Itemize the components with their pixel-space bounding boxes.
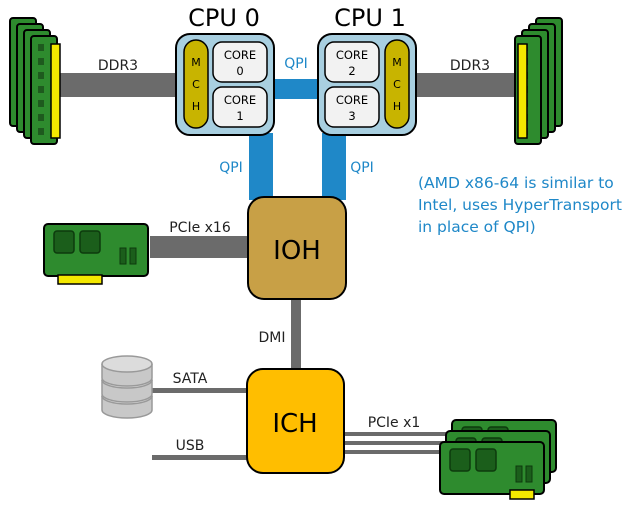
qpi-link-left: [249, 133, 273, 200]
mch-letter: H: [192, 100, 200, 113]
ioh-hub: IOH: [247, 196, 347, 300]
usb-label: USB: [176, 438, 205, 454]
ioh-label: IOH: [273, 236, 321, 266]
disk-icon: [101, 355, 153, 419]
amd-note: (AMD x86-64 is similar to Intel, uses Hy…: [418, 172, 642, 238]
qpi-label-left: QPI: [219, 160, 243, 176]
pcie-x16-label: PCIe x16: [169, 220, 231, 236]
mch-letter: M: [392, 56, 402, 69]
qpi-link-top: [272, 79, 322, 99]
core-number: 2: [348, 64, 355, 78]
note-line: (AMD x86-64 is similar to: [418, 174, 614, 192]
ram-modules-right: [514, 17, 563, 145]
core-number: 1: [236, 109, 243, 123]
core-label: CORE: [224, 93, 256, 107]
note-line: Intel, uses HyperTransport: [418, 196, 622, 214]
qpi-label-top: QPI: [284, 56, 308, 72]
mch-letter: M: [191, 56, 201, 69]
note-line: in place of QPI): [418, 218, 536, 236]
mch-block-cpu1: [384, 39, 410, 129]
mch-letter: H: [393, 100, 401, 113]
qpi-link-right: [322, 133, 346, 200]
pcie-x1-label: PCIe x1: [368, 415, 421, 431]
qpi-label-right: QPI: [350, 160, 374, 176]
ich-hub: ICH: [246, 368, 345, 474]
ram-modules-left: [9, 17, 61, 145]
core-number: 3: [348, 109, 355, 123]
sata-label: SATA: [173, 371, 208, 387]
dmi-link: [291, 300, 301, 370]
cpu-0-title: CPU 0: [188, 4, 260, 32]
core-1-box: [212, 86, 268, 128]
sata-link: [150, 388, 248, 393]
core-number: 0: [236, 64, 243, 78]
core-label: CORE: [336, 48, 368, 62]
ddr3-link-right: [414, 73, 524, 97]
core-2-box: [324, 41, 380, 83]
ddr3-link-left: [58, 73, 180, 97]
cpu-0: M C H CORE 0 CORE 1: [175, 33, 275, 136]
core-3-box: [324, 86, 380, 128]
mch-block-cpu0: [183, 39, 209, 129]
pcie-x1-link-2: [343, 441, 455, 445]
pcie-x1-link-3: [343, 450, 455, 454]
pcie-x16-link: [150, 236, 250, 258]
pcie-x1-cards: [439, 419, 557, 500]
mch-letter: C: [393, 78, 401, 91]
dmi-label: DMI: [259, 330, 286, 346]
ddr3-label-right: DDR3: [450, 58, 490, 74]
usb-link: [152, 455, 248, 460]
pcie-x1-link-1: [343, 432, 455, 436]
core-label: CORE: [224, 48, 256, 62]
cpu-1: CORE 2 CORE 3 M C H: [317, 33, 417, 136]
core-label: CORE: [336, 93, 368, 107]
pcie-x16-card: [43, 223, 149, 285]
ddr3-label-left: DDR3: [98, 58, 138, 74]
cpu-1-title: CPU 1: [334, 4, 406, 32]
mch-letter: C: [192, 78, 200, 91]
ich-label: ICH: [272, 409, 317, 439]
core-0-box: [212, 41, 268, 83]
